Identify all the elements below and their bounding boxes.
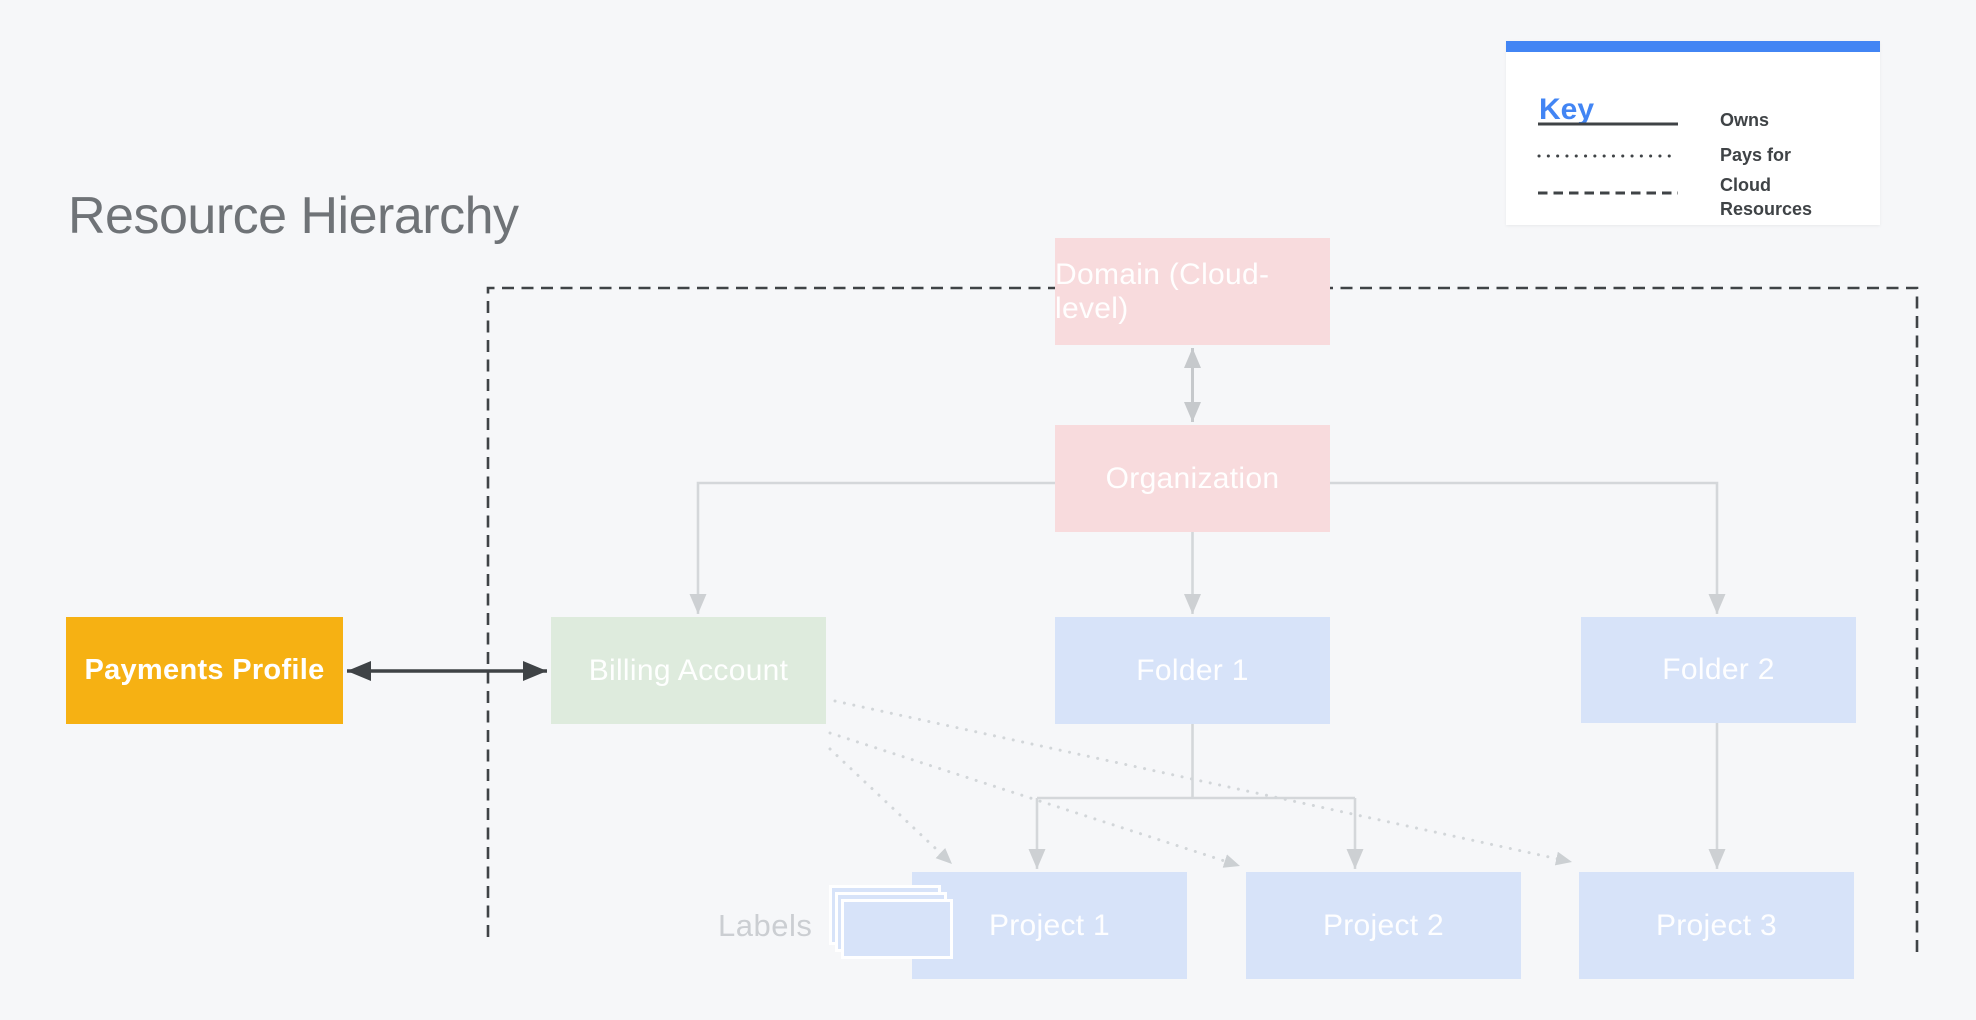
owns-connector-folder1-split [1037, 724, 1355, 800]
owns-line-sample [1538, 122, 1678, 126]
cloud-resources-boundary-dashed-line [486, 286, 1919, 952]
folder1-label: Folder 1 [1136, 653, 1249, 687]
billing-account-node: Billing Account [551, 617, 826, 724]
project2-label: Project 2 [1322, 908, 1445, 942]
owns-legend-label: Owns [1720, 110, 1770, 130]
domain-label: Domain (Cloud-level) [1055, 257, 1270, 325]
pays-for-connector-billing-project2 [828, 731, 1242, 868]
pays-for-line-sample [1537, 154, 1679, 158]
pays-for-connector-billing-project1 [828, 747, 954, 866]
page-title: Resource Hierarchy [68, 187, 519, 245]
pays-for-legend-label: Pays for [1720, 145, 1792, 165]
payments-profile-label: Payments Profile [84, 654, 325, 686]
owns-connector-organization-billing-account [689, 481, 1055, 614]
payments-profile-node: Payments Profile [66, 617, 343, 724]
project1-label: Project 1 [988, 908, 1111, 942]
organization-node: Organization [1055, 425, 1330, 532]
pays-for-connector-billing-project3 [833, 699, 1574, 866]
key-heading: Key [1539, 93, 1595, 126]
billing-account-label: Billing Account [588, 653, 789, 687]
project3-node: Project 3 [1579, 872, 1854, 979]
labels-annotation: Labels [718, 908, 813, 943]
cloud-resources-legend-label: Cloud Resources [1720, 175, 1813, 219]
folder2-node: Folder 2 [1581, 617, 1856, 723]
cloud-resources-line-sample [1538, 191, 1678, 195]
key-accent-bar [1506, 41, 1880, 52]
folder1-node: Folder 1 [1055, 617, 1330, 724]
owns-connector-organization-folder2 [1330, 481, 1726, 614]
key-legend: Key Owns Pays for Cloud Resources [1506, 41, 1880, 225]
project3-label: Project 3 [1655, 908, 1778, 942]
folder2-label: Folder 2 [1662, 653, 1775, 686]
project2-node: Project 2 [1246, 872, 1521, 979]
labels-stack-icon [829, 885, 959, 965]
domain-node: Domain (Cloud-level) [1055, 238, 1330, 345]
project1-node: Project 1 [912, 872, 1187, 979]
organization-label: Organization [1105, 461, 1280, 495]
